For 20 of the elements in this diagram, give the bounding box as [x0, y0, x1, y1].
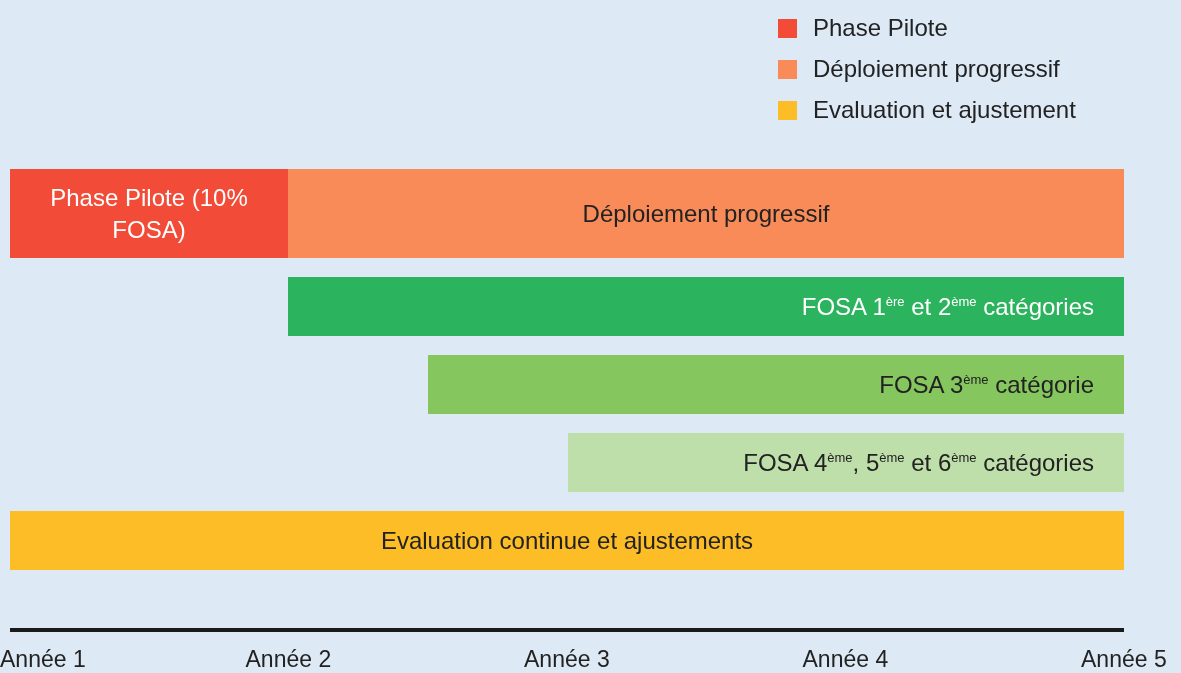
bar-label: Evaluation continue et ajustements: [380, 525, 754, 556]
phase-bar: [428, 355, 1124, 414]
phase-bar: [568, 433, 1124, 492]
phase-bar: [288, 277, 1124, 336]
bar-label: FOSA 4$^{ème}$, 5$^{ème}$ et 6$^{ème}$ catégories: [743, 447, 1094, 478]
axis-label: Année 5: [1081, 646, 1167, 673]
bar-label: Phase Pilote (10% FOSA): [49, 183, 249, 245]
axis-label: Année 2: [245, 646, 332, 673]
legend-label: Phase Pilote: [813, 14, 948, 42]
phase-bar: [10, 511, 1124, 570]
axis-label: Année 3: [524, 646, 610, 673]
phase-bar: [288, 169, 1124, 258]
bar-label: FOSA 3$^{ème}$ catégorie: [879, 369, 1094, 400]
legend-label: Evaluation et ajustement: [813, 96, 1076, 124]
axis-label: Année 1: [0, 646, 86, 673]
phase-bar: [10, 169, 288, 258]
bar-label: Déploiement progressif: [582, 198, 830, 229]
bar-label: FOSA 1$^{ère}$ et 2$^{ème}$ catégories: [801, 291, 1094, 322]
axis-label: Année 4: [802, 646, 889, 673]
legend-label: Déploiement progressif: [813, 55, 1060, 83]
